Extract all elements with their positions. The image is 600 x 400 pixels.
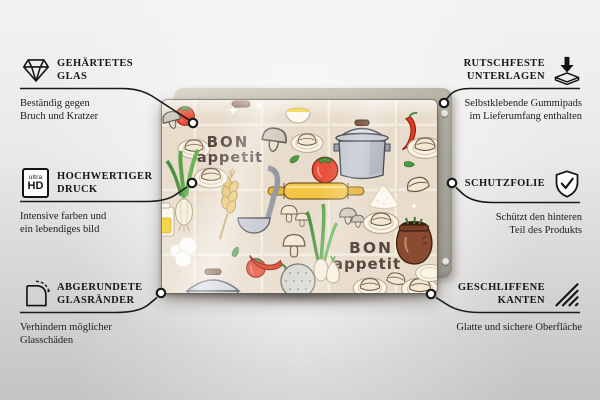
callout-title: GESCHLIFFENE: [457, 281, 545, 293]
callout-rounded-glass-edges: ABGERUNDETE GLASRÄNDER Verhindern möglic…: [20, 276, 180, 347]
callout-title: GEHÄRTETES: [57, 57, 133, 69]
ultra-hd-label-top: ultra: [28, 174, 43, 181]
shield-check-icon: [552, 169, 581, 199]
callout-subtitle: Selbstklebende Gummipads: [464, 98, 582, 109]
board-print-pattern: BON appetit BON appetit: [162, 100, 437, 293]
print-text-bon-1: BON: [207, 133, 250, 151]
board-shadow: [156, 291, 446, 305]
callout-title: SCHUTZFOLIE: [464, 178, 545, 190]
ultra-hd-label-main: HD: [27, 180, 44, 192]
callout-subtitle: Teil des Produkts: [509, 225, 582, 236]
rubber-pad: [442, 258, 449, 265]
rounded-corner-icon: [21, 280, 50, 308]
callout-subtitle: Beständig gegen: [20, 98, 90, 109]
hatched-edge-icon: [552, 281, 581, 307]
rubber-pad: [441, 110, 448, 117]
callout-title: ABGERUNDETE: [57, 281, 143, 293]
callout-title: GLASRÄNDER: [57, 295, 135, 306]
print-text-appetit-1: appetit: [197, 150, 263, 166]
callout-subtitle: ein lebendiges bild: [20, 224, 100, 235]
callout-title: UNTERLAGEN: [466, 71, 545, 82]
callout-title: HOCHWERTIGER: [57, 170, 153, 182]
diamond-icon: [21, 57, 50, 83]
callout-subtitle: Intensive farben und: [20, 211, 107, 222]
callout-protective-film: SCHUTZFOLIE Schützt den hinteren Teil de…: [422, 166, 582, 237]
callout-high-quality-print: ultra HD HOCHWERTIGER DRUCK Intensive fa…: [20, 165, 180, 236]
ultra-hd-icon: ultra HD: [21, 168, 50, 198]
callout-non-slip-pads: RUTSCHFESTE UNTERLAGEN Selbstklebende Gu…: [422, 52, 582, 123]
callout-subtitle: Glasschäden: [20, 335, 74, 346]
callout-subtitle: Verhindern möglicher: [20, 322, 112, 333]
callout-subtitle: Bruch und Kratzer: [20, 111, 99, 122]
print-text-appetit-2: appetit: [333, 255, 401, 273]
pads-arrow-icon: [552, 55, 581, 85]
callout-subtitle: Schützt den hinteren: [495, 212, 582, 223]
callout-polished-edges: GESCHLIFFENE KANTEN Glatte und sichere O…: [422, 276, 582, 334]
glass-board: BON appetit BON appetit: [161, 99, 438, 294]
callout-title: KANTEN: [497, 295, 545, 306]
callout-title: RUTSCHFESTE: [463, 57, 545, 69]
callout-title: DRUCK: [57, 184, 98, 195]
callout-subtitle: Glatte und sichere Oberfläche: [456, 322, 582, 333]
callout-title: GLAS: [57, 71, 88, 82]
callout-tempered-glass: GEHÄRTETES GLAS Beständig gegen Bruch un…: [20, 52, 180, 123]
callout-subtitle: im Lieferumfang enthalten: [469, 111, 582, 122]
